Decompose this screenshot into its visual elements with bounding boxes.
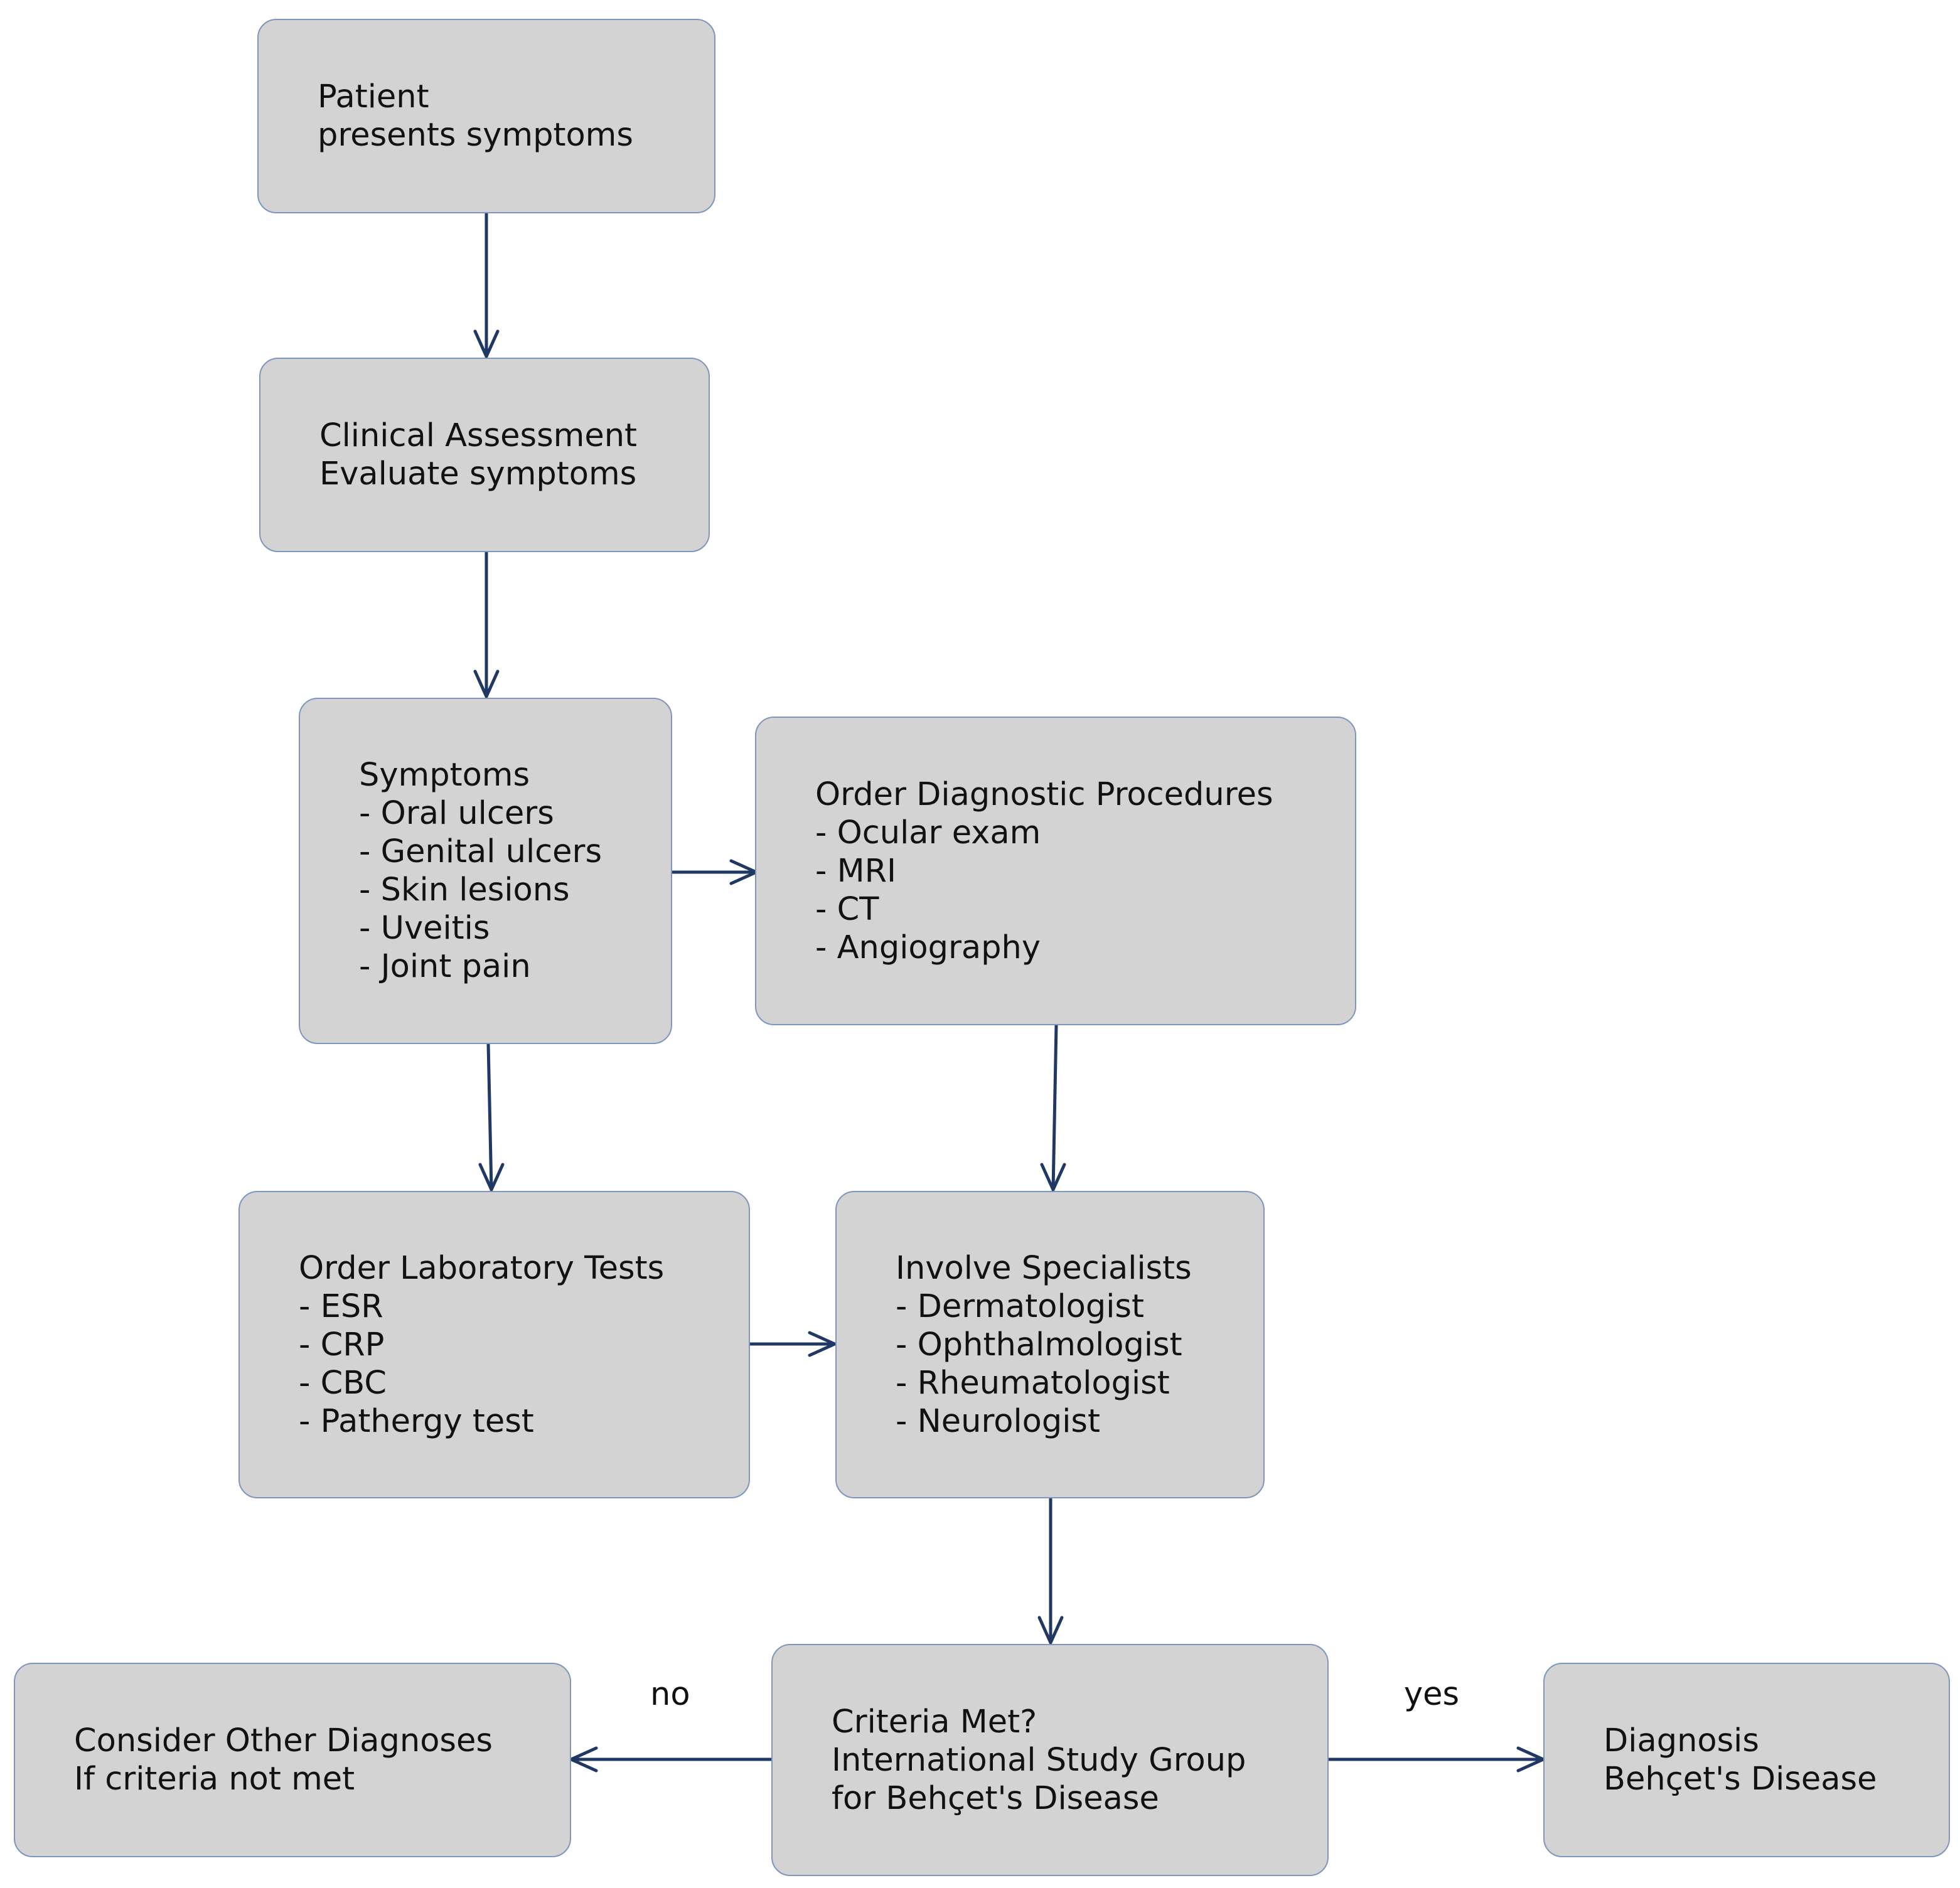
- node-text-line: - Ocular exam: [815, 814, 1041, 851]
- edge-label-no: no: [650, 1676, 690, 1713]
- node-text-line: Criteria Met?: [832, 1703, 1037, 1741]
- node-text-line: - Uveitis: [359, 910, 490, 947]
- node-text-line: - Angiography: [815, 929, 1041, 966]
- edge-patient-to-clinical-arrowhead: [473, 329, 500, 358]
- node-text-line: - ESR: [299, 1288, 383, 1325]
- edge-lab-to-specialists-arrowhead: [808, 1331, 837, 1357]
- node-symptoms: Symptoms- Oral ulcers- Genital ulcers- S…: [299, 698, 672, 1044]
- node-text-line: - Skin lesions: [359, 872, 570, 909]
- node-text-line: Evaluate symptoms: [319, 456, 637, 493]
- node-text-line: - Oral ulcers: [359, 795, 554, 832]
- edge-symptoms-to-lab-arrowhead: [478, 1163, 505, 1192]
- node-text-line: for Behçet's Disease: [832, 1779, 1159, 1817]
- edge-label-yes: yes: [1404, 1676, 1460, 1713]
- node-text-line: Patient: [318, 78, 429, 115]
- node-text-line: Behçet's Disease: [1604, 1761, 1877, 1798]
- node-text-line: - CBC: [299, 1364, 387, 1402]
- node-involve-specialists: Involve Specialists- Dermatologist- Opht…: [835, 1191, 1265, 1498]
- edge-clinical-to-symptoms-arrowhead: [473, 669, 500, 698]
- edge-procedures-to-specialists-arrowhead: [1040, 1163, 1066, 1192]
- node-procedures-text: Order Diagnostic Procedures- Ocular exam…: [815, 776, 1273, 967]
- node-text-line: - Pathergy test: [299, 1402, 534, 1440]
- node-text-line: - Joint pain: [359, 948, 531, 985]
- edge-symptoms-to-lab: [486, 1042, 493, 1192]
- node-text-line: Symptoms: [359, 757, 530, 794]
- node-text-line: Diagnosis: [1604, 1722, 1759, 1759]
- node-text-line: - Rheumatologist: [896, 1364, 1170, 1402]
- node-text-line: - Genital ulcers: [359, 833, 602, 870]
- node-text-line: - Dermatologist: [896, 1288, 1144, 1325]
- node-text-line: - CRP: [299, 1326, 385, 1363]
- node-text-line: - Ophthalmologist: [896, 1326, 1182, 1363]
- node-lab-text: Order Laboratory Tests- ESR- CRP- CBC- P…: [299, 1249, 664, 1441]
- node-order-laboratory-tests: Order Laboratory Tests- ESR- CRP- CBC- P…: [238, 1191, 750, 1498]
- node-text-line: - CT: [815, 890, 879, 928]
- edge-procedures-to-specialists: [1051, 1023, 1058, 1192]
- node-specialists-text: Involve Specialists- Dermatologist- Opht…: [896, 1249, 1192, 1441]
- node-text-line: Order Diagnostic Procedures: [815, 776, 1273, 813]
- node-text-line: Consider Other Diagnoses: [74, 1722, 493, 1759]
- node-order-diagnostic-procedures: Order Diagnostic Procedures- Ocular exam…: [755, 717, 1356, 1025]
- edge-specialists-to-criteria-arrowhead: [1037, 1616, 1064, 1645]
- node-text-line: presents symptoms: [318, 117, 633, 154]
- node-text-line: Involve Specialists: [896, 1249, 1192, 1287]
- node-text-line: Order Laboratory Tests: [299, 1249, 665, 1287]
- node-text-line: Clinical Assessment: [319, 417, 638, 454]
- node-text-line: If criteria not met: [74, 1761, 355, 1798]
- edge-criteria-to-other-arrowhead: [569, 1746, 598, 1773]
- node-symptoms-text: Symptoms- Oral ulcers- Genital ulcers- S…: [359, 756, 602, 986]
- node-text-line: International Study Group: [832, 1741, 1246, 1779]
- node-text-line: - Neurologist: [896, 1402, 1100, 1440]
- node-text-line: - MRI: [815, 852, 897, 890]
